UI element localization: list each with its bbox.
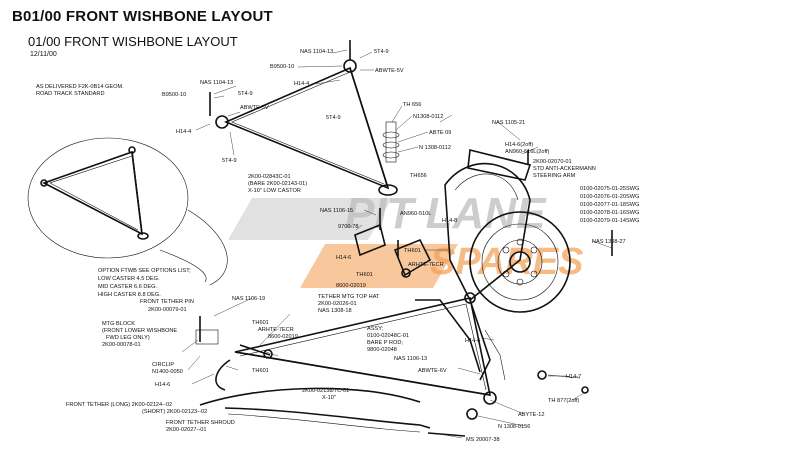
label-16swg: 0100-02078-01-16SWG xyxy=(580,210,639,216)
label-n1308-0156: N 1308-0156 xyxy=(498,424,530,430)
label-as-delivered: AS DELIVERED F2K-0B14 GEOM. xyxy=(36,84,124,90)
page-subtitle: 01/00 FRONT WISHBONE LAYOUT xyxy=(28,34,238,49)
label-nas1105-21: NAS 1105-21 xyxy=(492,120,525,126)
label-assy: ASSY; xyxy=(367,326,384,332)
label-18swg: 0100-02077-01-18SWG xyxy=(580,202,639,208)
label-mtg-block-pn: 2K00-00078-01 xyxy=(102,342,141,348)
label-b9500-10-left: B9500-10 xyxy=(162,92,186,98)
label-th601-c: TH601 xyxy=(252,320,269,326)
label-n1308-0112-b: N 1308-0112 xyxy=(419,145,451,151)
label-arhte-7ecr-b: ARHTE-7ECR xyxy=(258,327,294,333)
label-assy-pn: 0100-02048C-01 xyxy=(367,333,409,339)
label-h14-6-a: H14-6 xyxy=(336,255,351,261)
label-nas1104-13-top: NAS 1104-13 xyxy=(300,49,333,55)
label-steer-arm: STEERING ARM xyxy=(533,173,576,179)
label-circlip-pn: N1400-0050 xyxy=(152,369,183,375)
label-wishbone-bare: (BARE 2K00-02143-01) xyxy=(248,181,307,187)
label-an960-510l: AN960-510L xyxy=(400,211,431,217)
label-h14-7: H14-7 xyxy=(566,374,581,380)
label-nas1308-18: NAS 1308-18 xyxy=(318,308,352,314)
label-front-tether-short: (SHORT) 2K00-02123--02 xyxy=(142,409,207,415)
label-h14-6-c: H14-6 xyxy=(465,338,480,344)
label-20swg: 0100-02076-01-20SWG xyxy=(580,194,639,200)
label-mid-caster: MID CASTER 6.6 DEG. xyxy=(98,284,158,290)
drawing-date: 12/11/00 xyxy=(30,51,57,58)
label-nas1308-27: NAS 1308-27 xyxy=(592,239,626,245)
label-5t4-9-b: 5T4-9 xyxy=(326,115,341,121)
label-9700-78: 9700-78 xyxy=(338,224,359,230)
label-5t4-9-c: 5T4-9 xyxy=(238,91,253,97)
label-th601-d: TH601 xyxy=(252,368,269,374)
label-steer-pn: 2K00-02070-01 xyxy=(533,159,572,165)
lower-wishbone xyxy=(234,292,506,405)
label-front-tether-pin: FRONT TETHER PIN xyxy=(140,299,194,305)
label-wishbone-caster: X-10" LOW CASTOR xyxy=(248,188,301,194)
leader-lines xyxy=(181,49,613,439)
label-8600-02019-b: 8600-02019 xyxy=(268,334,298,340)
label-n1308-0112-a: N1308-0112 xyxy=(413,114,443,120)
label-bare-rod-pn: 9800-02048 xyxy=(367,347,397,353)
label-lower-wb-pn: 2K00-02138/7C-01 xyxy=(302,388,349,394)
label-th656-b: TH656 xyxy=(410,173,427,179)
label-option-list: OPTION FTWB SEE OPTIONS LIST; xyxy=(98,268,191,274)
label-circlip: CIRCLIP xyxy=(152,362,174,368)
label-ms20007-38: MS 20007-38 xyxy=(466,437,500,443)
label-th877: TH 877(2off) xyxy=(548,398,579,404)
label-14swg: 0100-02079-01-14SWG xyxy=(580,218,639,224)
upper-wishbone xyxy=(209,40,400,196)
label-abte09: ABTE 09 xyxy=(429,130,451,136)
label-mtg-block: MTG BLOCK xyxy=(102,321,135,327)
label-nas1106-19: NAS 1106-19 xyxy=(232,296,265,302)
label-th656-a: TH 656 xyxy=(403,102,421,108)
label-nas1106-13: NAS 1106-13 xyxy=(394,356,427,362)
label-th601-b: TH601 xyxy=(356,272,373,278)
label-25swg: 0100-02075-01-25SWG xyxy=(580,186,639,192)
label-tether-hat: TETHER MTG TOP HAT xyxy=(318,294,380,300)
label-shroud-pn: 2K00-02027--01 xyxy=(166,427,206,433)
label-std-ack: STD ANTI-ACKERMANN xyxy=(533,166,596,172)
hub-assembly xyxy=(444,149,571,381)
label-bare-rod: BARE P ROD; xyxy=(367,340,403,346)
label-th601-a: TH601 xyxy=(404,248,421,254)
page-title: B01/00 FRONT WISHBONE LAYOUT xyxy=(12,8,273,25)
label-arhte-7ecr-a: ARHTE-7ECR xyxy=(408,262,444,268)
label-front-tether-long: FRONT TETHER (LONG) 2K00-02124--02 xyxy=(66,402,172,408)
label-fwd-leg-only: FWD LEG ONLY) xyxy=(106,335,150,341)
label-abwte-6v: ABWTE-6V xyxy=(418,368,447,374)
label-road-track: ROAD TRACK STANDARD xyxy=(36,91,104,97)
label-an960-616l: AN960-616L(2off) xyxy=(505,149,550,155)
label-tether-hat-pn: 2K00-02026-01 xyxy=(318,301,357,307)
steering-bracket xyxy=(354,208,613,278)
part-labels: AS DELIVERED F2K-0B14 GEOM. ROAD TRACK S… xyxy=(36,49,639,443)
label-tether-pin-pn: 2K00-00079-01 xyxy=(148,307,187,313)
label-shroud: FRONT TETHER SHROUD xyxy=(166,420,235,426)
label-5t4-9-a: 5T4-9 xyxy=(374,49,389,55)
label-abwte-5v-top: ABWTE-5V xyxy=(375,68,404,74)
label-abwte-5v-left: ABWTE-5V xyxy=(240,105,269,111)
label-b9500-10-top: B9500-10 xyxy=(270,64,294,70)
label-h14-6-2off: H14-6(2off) xyxy=(505,142,533,148)
label-h14-6-b: H14-6 xyxy=(155,382,170,388)
label-front-lower-wishbone: (FRONT LOWER WISHBONE xyxy=(102,328,177,334)
label-h14-8: H14-8 xyxy=(442,218,457,224)
front-tether xyxy=(195,316,589,437)
label-h14-4-left: H14-4 xyxy=(176,129,191,135)
label-high-caster: HIGH CASTER 8.8 DEG. xyxy=(98,292,161,298)
label-8600-02019-a: 8600-02019 xyxy=(336,283,366,289)
label-5t4-9-d: 5T4-9 xyxy=(222,158,237,164)
label-lower-wb-x10: X-10" xyxy=(322,395,336,401)
label-wishbone-pn: 2K00-02843C-01 xyxy=(248,174,291,180)
label-h14-4-top: H14-4 xyxy=(294,81,309,87)
magnified-view xyxy=(27,137,228,286)
label-nas1106-15: NAS 1106-15 xyxy=(320,208,353,214)
label-abyte-12: ABYTE-12 xyxy=(518,412,544,418)
label-low-caster: LOW CASTER 4.5 DEG. xyxy=(98,276,160,282)
label-nas1104-13-left: NAS 1104-13 xyxy=(200,80,233,86)
